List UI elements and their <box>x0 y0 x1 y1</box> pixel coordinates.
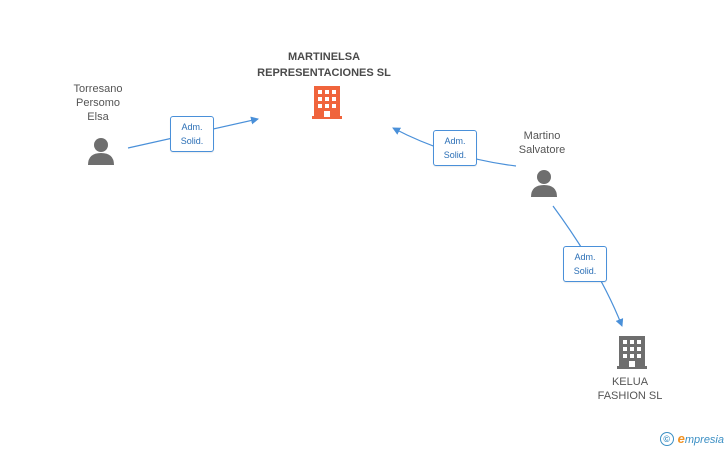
edge-label-torresano-martinelsa[interactable]: Adm. Solid. <box>170 116 214 152</box>
node-label-martino[interactable]: Martino Salvatore <box>502 129 582 157</box>
node-label-line: Salvatore <box>518 144 566 156</box>
brand-rest: mpresia <box>684 434 724 446</box>
node-label-line: Torresano <box>73 83 123 95</box>
node-label-torresano[interactable]: Torresano Persomo Elsa <box>58 82 138 124</box>
node-label-line: REPRESENTACIONES SL <box>257 67 391 79</box>
edge-label-martino-kelua[interactable]: Adm. Solid. <box>563 246 607 282</box>
brand-logo: empresia <box>678 431 724 446</box>
brand-initial: e <box>677 431 685 446</box>
copyright-icon: © <box>659 431 674 446</box>
person-icon[interactable] <box>531 170 557 197</box>
edge-label-line: Solid. <box>573 266 597 276</box>
node-label-martinelsa[interactable]: MARTINELSA REPRESENTACIONES SL <box>244 49 404 81</box>
edge-label-martino-martinelsa[interactable]: Adm. Solid. <box>433 130 477 166</box>
node-label-line: Persomo <box>75 97 121 109</box>
building-icon[interactable] <box>617 336 647 369</box>
node-label-line: KELUA <box>611 376 649 388</box>
node-label-line: FASHION SL <box>597 390 663 402</box>
person-icon[interactable] <box>88 138 114 165</box>
node-label-line: Elsa <box>87 111 109 123</box>
brand-watermark: © empresia <box>659 431 724 446</box>
edge-label-line: Adm. <box>574 252 596 262</box>
edge-label-line: Adm. <box>444 136 466 146</box>
node-label-line: Martino <box>523 130 561 142</box>
node-label-line: MARTINELSA <box>287 51 361 63</box>
edge-label-line: Adm. <box>181 122 203 132</box>
node-label-kelua[interactable]: KELUA FASHION SL <box>588 375 672 403</box>
edge-label-line: Solid. <box>443 150 467 160</box>
edge-label-line: Solid. <box>180 136 204 146</box>
building-icon[interactable] <box>312 86 342 119</box>
